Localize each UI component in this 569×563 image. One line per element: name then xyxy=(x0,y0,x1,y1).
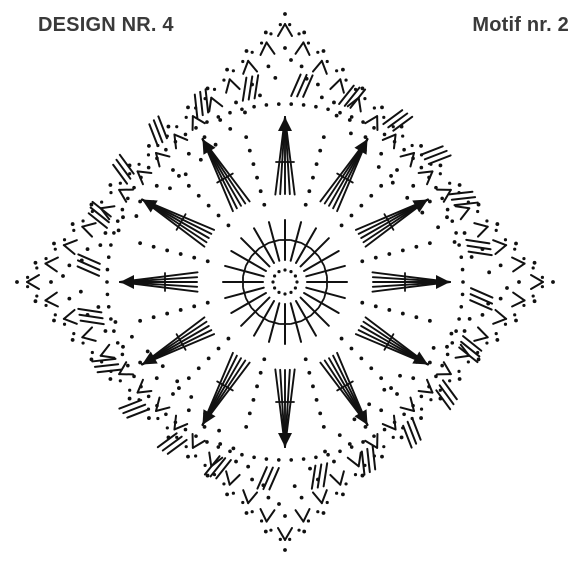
round-3-chain-ring xyxy=(105,102,465,462)
design-number-title: DESIGN NR. 4 xyxy=(38,14,174,36)
round-2-chain-dots xyxy=(138,135,432,429)
center-ring xyxy=(271,268,299,296)
outer-edge-stitches xyxy=(15,12,555,552)
round-2-clusters xyxy=(119,116,451,448)
round-1-stitches xyxy=(222,219,348,345)
motif-number-title: Motif nr. 2 xyxy=(472,14,569,36)
